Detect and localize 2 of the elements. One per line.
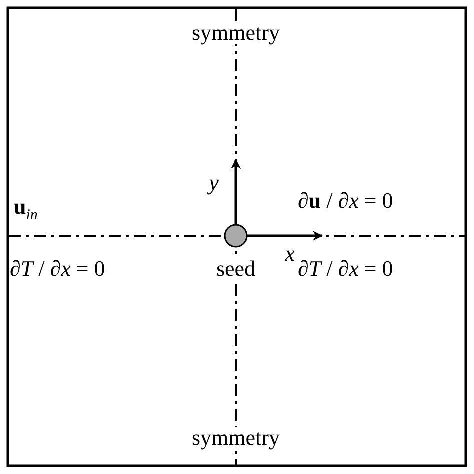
boundary-label: symmetry xyxy=(192,427,280,449)
seed-label: seed xyxy=(216,258,256,280)
